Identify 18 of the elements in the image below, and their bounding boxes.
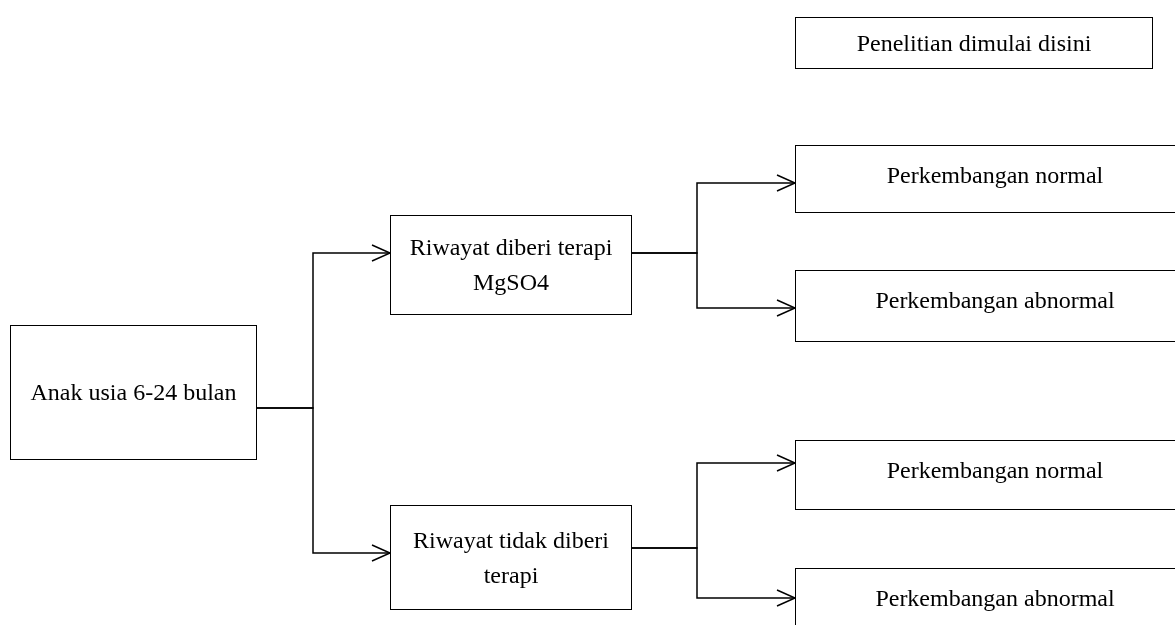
process-box <box>390 505 632 610</box>
process-box <box>795 145 1175 213</box>
box-label: Anak usia 6-24 bulan <box>30 378 237 408</box>
box-label: Perkembangan abnormal <box>875 584 1115 613</box>
process-box <box>795 440 1175 510</box>
box-label: Perkembangan abnormal <box>875 286 1115 315</box>
box-label: Riwayat diberi terapi MgSO4 <box>408 233 614 297</box>
box-label: Penelitian dimulai disini <box>856 28 1092 58</box>
process-box <box>10 325 257 460</box>
box-label: Perkembangan normal <box>886 456 1104 485</box>
box-label: Perkembangan normal <box>886 161 1104 190</box>
process-box <box>795 17 1153 69</box>
arrow <box>631 547 796 607</box>
process-box <box>795 270 1175 342</box>
box-label: Riwayat tidak diberi terapi <box>412 525 610 590</box>
arrow <box>631 252 796 317</box>
process-box <box>390 215 632 315</box>
arrow <box>256 407 391 562</box>
